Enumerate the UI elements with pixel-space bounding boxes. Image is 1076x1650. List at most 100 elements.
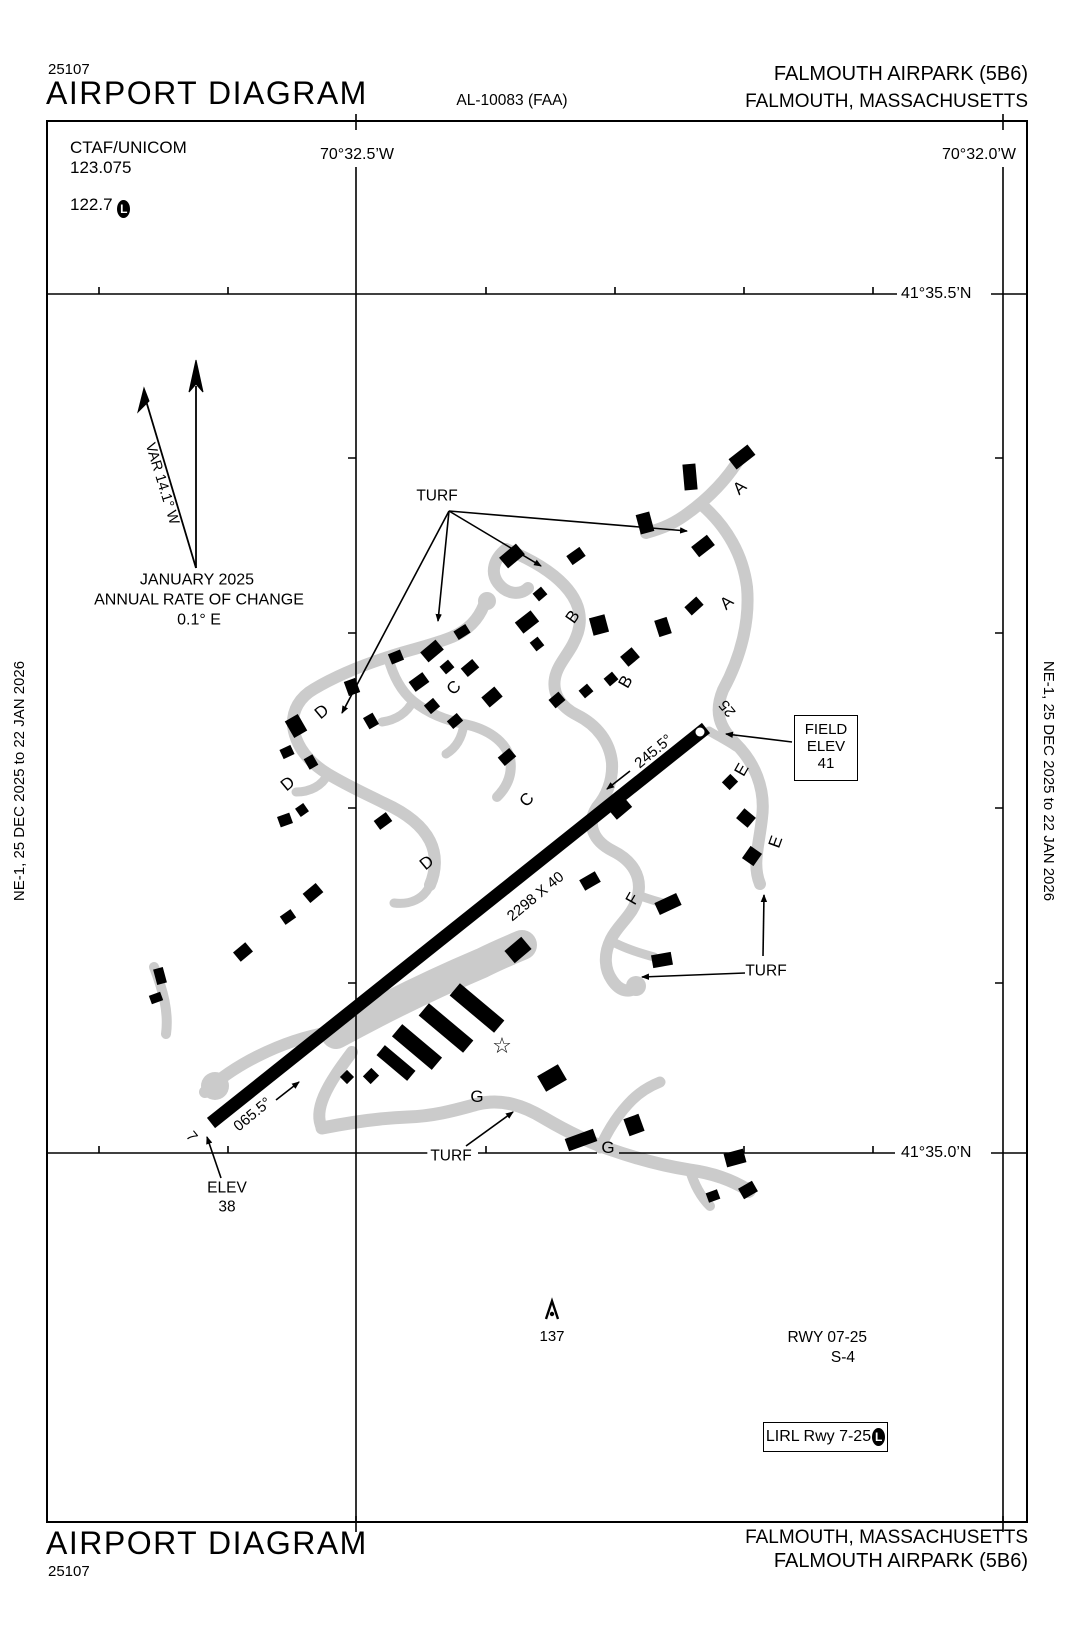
lighting-circle-L-icon: L	[872, 1428, 886, 1446]
taxiway-letter-G: G	[601, 1138, 615, 1157]
field-elev-value: 41	[817, 755, 835, 772]
building-footprint	[148, 991, 164, 1005]
pavement-class-note: S-4	[830, 1349, 855, 1366]
building-footprint	[497, 747, 517, 767]
field-elev-line2: ELEV	[806, 738, 846, 755]
building-footprint	[579, 871, 601, 891]
building-footprint	[537, 1064, 567, 1092]
building-footprint	[302, 882, 324, 904]
building-footprint	[373, 812, 393, 830]
left-edition-date: NE-1, 25 DEC 2025 to 22 JAN 2026	[10, 660, 28, 902]
building-footprint	[284, 714, 308, 738]
building-footprint	[566, 546, 586, 566]
turf-label-south: TURF	[427, 1148, 475, 1166]
star-icon: ☆	[492, 1034, 512, 1060]
building-footprint	[736, 808, 756, 828]
chart-border	[46, 120, 1028, 1523]
building-footprint	[343, 677, 361, 697]
building-footprint	[623, 1113, 645, 1137]
header-al-number: AL-10083 (FAA)	[456, 92, 568, 109]
building-footprint	[233, 942, 253, 962]
building-footprint	[418, 1003, 474, 1053]
threshold-elev-value: 38	[218, 1198, 236, 1216]
building-footprint	[651, 951, 673, 969]
footer-city: FALMOUTH, MASSACHUSETTS	[745, 1527, 1028, 1548]
longitude-label-left: 70°32.5’W	[320, 146, 394, 163]
building-footprint	[277, 812, 293, 828]
header-airport-name: FALMOUTH AIRPARK (5B6)	[773, 63, 1028, 85]
lighting-circle-L-icon: L	[117, 200, 131, 218]
turf-label-east: TURF	[745, 962, 787, 980]
building-footprint	[684, 596, 704, 616]
building-footprint	[548, 691, 566, 709]
footer-airport-name: FALMOUTH AIRPARK (5B6)	[773, 1550, 1028, 1572]
latitude-label-top: 41°35.5’N	[901, 285, 972, 302]
building-footprint	[279, 744, 295, 760]
building-footprint	[514, 610, 540, 634]
compass-date: JANUARY 2025	[139, 571, 255, 589]
graticule-lines	[46, 114, 1028, 1532]
building-footprint	[607, 796, 633, 820]
building-footprint	[529, 636, 545, 652]
building-footprint	[620, 647, 640, 667]
building-footprint	[603, 671, 619, 687]
magnetic-north-arrow	[143, 393, 197, 569]
threshold-elev-label: ELEV	[207, 1179, 247, 1197]
building-footprint	[446, 712, 464, 730]
building-footprint	[391, 1024, 443, 1070]
building-footprint	[453, 624, 471, 640]
building-footprint	[460, 658, 480, 678]
building-footprint	[532, 586, 548, 602]
footer-title: AIRPORT DIAGRAM	[46, 1525, 368, 1561]
frequency-value: 122.7	[70, 195, 113, 214]
page-title: AIRPORT DIAGRAM	[46, 75, 368, 111]
building-footprint	[504, 936, 532, 964]
building-footprint	[721, 773, 739, 791]
compass-rate-value: 0.1° E	[177, 611, 221, 629]
header-city: FALMOUTH, MASSACHUSETTS	[745, 91, 1028, 112]
building-footprint	[339, 1069, 355, 1085]
building-footprint	[387, 649, 405, 665]
lighting-note-text: LIRL Rwy 7-25	[765, 1428, 872, 1445]
building-footprint	[279, 909, 297, 925]
ctaf-frequency: 123.075	[70, 158, 132, 177]
obstacle-icon	[544, 1297, 560, 1320]
obstacle-height: 137	[539, 1327, 565, 1345]
building-footprint	[654, 893, 682, 915]
building-footprint	[578, 683, 594, 699]
building-footprint	[362, 1067, 380, 1085]
building-footprint	[362, 712, 380, 730]
building-footprint	[423, 697, 441, 715]
building-footprint	[738, 1180, 758, 1200]
building-footprint	[303, 754, 319, 770]
turf-label-north: TURF	[416, 487, 458, 505]
building-footprint	[408, 672, 430, 692]
runway-07-25	[206, 722, 711, 1129]
building-footprint	[723, 1148, 747, 1168]
lighting-note-box: LIRL Rwy 7-25 L	[763, 1422, 888, 1452]
right-edition-date: NE-1, 25 DEC 2025 to 22 JAN 2026	[1040, 660, 1058, 902]
longitude-label-right: 70°32.0’W	[942, 146, 1016, 163]
building-footprint	[439, 659, 455, 675]
building-footprint	[449, 983, 505, 1033]
header-chart-code: 25107	[48, 61, 90, 78]
buildings	[148, 444, 763, 1203]
building-footprint	[481, 686, 503, 708]
annotation-arrows	[206, 510, 793, 1179]
building-footprint	[654, 616, 672, 638]
building-footprint	[588, 614, 610, 636]
building-footprint	[295, 803, 309, 817]
building-footprint	[705, 1189, 721, 1203]
building-footprint	[691, 534, 715, 558]
building-footprint	[564, 1128, 598, 1152]
building-footprint	[376, 1045, 416, 1081]
runway-end-dot	[695, 727, 705, 737]
building-footprint	[420, 639, 444, 663]
runway-info-note: RWY 07-25	[787, 1329, 867, 1346]
field-elev-line1: FIELD	[804, 721, 848, 738]
taxiway-letter-G: G	[470, 1087, 484, 1106]
building-footprint	[499, 543, 525, 569]
building-footprint	[728, 444, 756, 470]
building-footprint	[682, 463, 698, 491]
